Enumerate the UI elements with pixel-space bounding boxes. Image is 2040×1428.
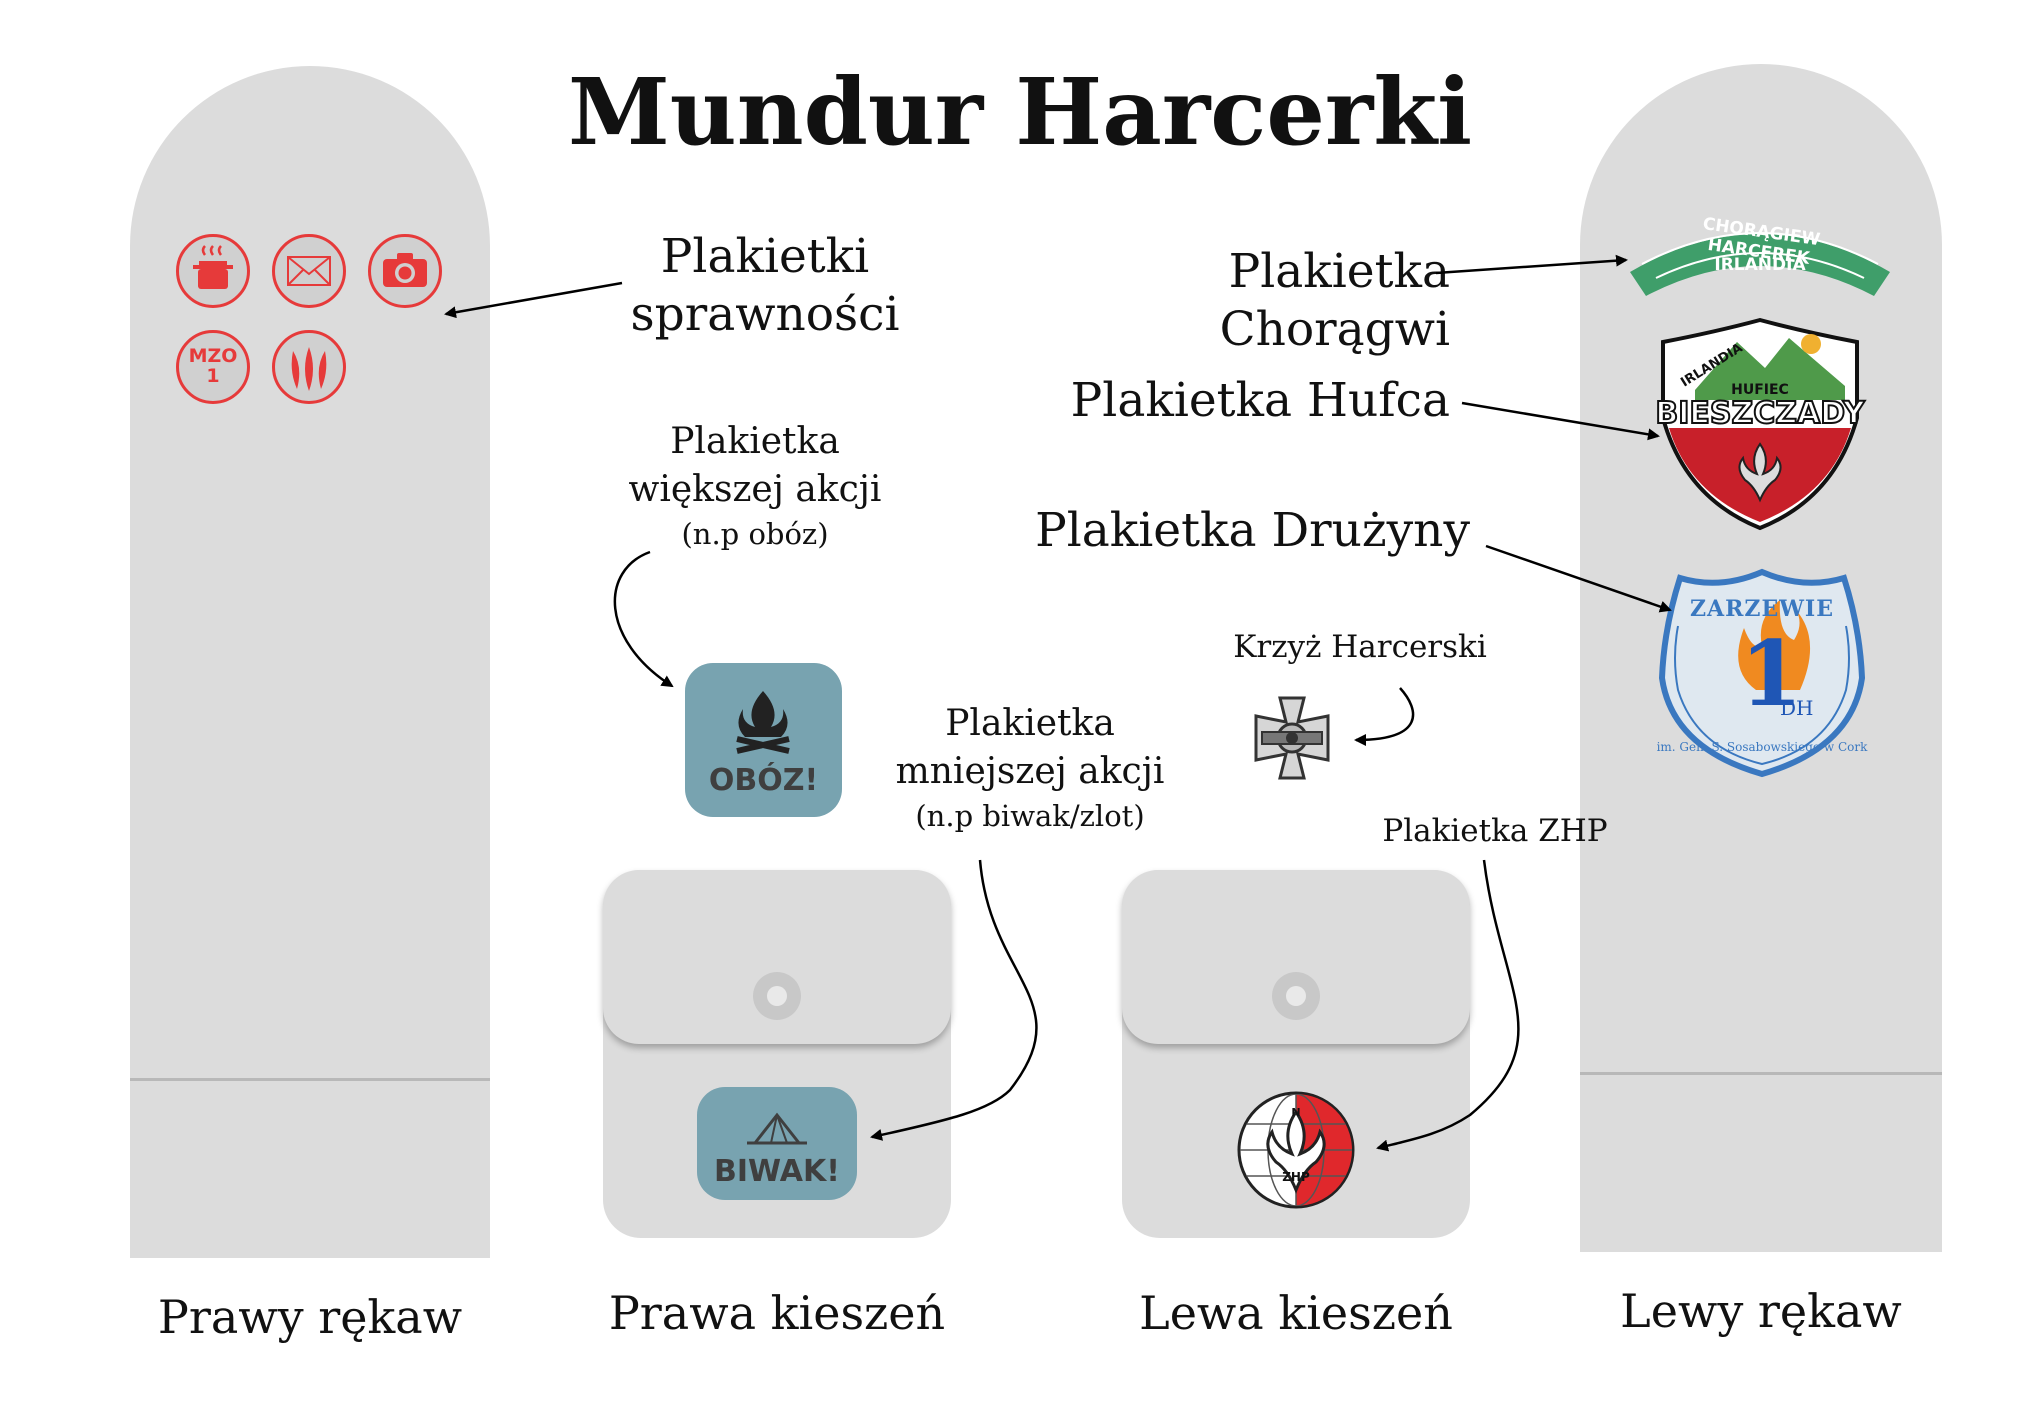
label-left-pocket: Lewa kieszeń bbox=[1139, 1286, 1453, 1340]
zhp-north-letter: N bbox=[1291, 1106, 1301, 1119]
label-plakietka-zhp: Plakietka ZHP bbox=[1382, 813, 1608, 849]
druzyna-name: ZARZEWIE bbox=[1689, 596, 1834, 622]
druzyna-abbrev: DH bbox=[1780, 696, 1814, 720]
left-pocket-flap bbox=[1122, 870, 1470, 1044]
druzyna-number: 1 bbox=[1740, 621, 1803, 727]
choragiew-region: IRLANDIA bbox=[1714, 255, 1806, 275]
hufiec-name: BIESZCZADY bbox=[1654, 395, 1865, 432]
label-plakietki-sprawnosci: Plakietki sprawności bbox=[630, 229, 900, 342]
label-plakietka-hufca: Plakietka Hufca bbox=[1070, 373, 1450, 428]
oboz-text: OBÓZ! bbox=[708, 763, 819, 798]
cooking-pot-badge bbox=[176, 234, 250, 308]
label-krzyz-harcerski: Krzyż Harcerski bbox=[1233, 629, 1487, 665]
hufiec-label: HUFIEC bbox=[1731, 382, 1789, 398]
oboz-badge: OBÓZ! bbox=[685, 663, 842, 817]
label-mniejszej-akcji: Plakietka mniejszej akcji (n.p biwak/zlo… bbox=[895, 703, 1165, 833]
right-pocket-flap bbox=[603, 870, 951, 1044]
mzo-badge: MZO 1 bbox=[176, 330, 250, 404]
druzyna-patron: im. Gen. S. Sosabowskiego w Cork bbox=[1656, 740, 1868, 754]
mzo-text: MZO bbox=[188, 345, 238, 367]
biwak-badge: BIWAK! bbox=[697, 1087, 857, 1200]
druzyna-badge: ZARZEWIE 1 DH im. Gen. S. Sosabowskiego … bbox=[1656, 568, 1868, 780]
choragiew-badge: CHORĄGIEW HARCEREK IRLANDIA bbox=[1622, 200, 1898, 310]
envelope-badge bbox=[272, 234, 346, 308]
label-wiekszej-akcji: Plakietka większej akcji (n.p obóz) bbox=[628, 421, 882, 551]
label-plakietka-druzyny: Plakietka Drużyny bbox=[1035, 503, 1470, 558]
mzo-number: 1 bbox=[206, 365, 220, 387]
scout-cross-icon bbox=[1250, 692, 1334, 784]
zhp-badge: N ZHP bbox=[1236, 1090, 1356, 1210]
label-plakietka-choragwi: Plakietka Chorągwi bbox=[1219, 244, 1450, 357]
feathers-badge bbox=[272, 330, 346, 404]
left-pocket-button bbox=[1272, 972, 1320, 1020]
label-right-pocket: Prawa kieszeń bbox=[608, 1286, 946, 1340]
zhp-letters: ZHP bbox=[1282, 1170, 1310, 1184]
arrow-krzyz bbox=[1354, 687, 1415, 746]
page-title: Mundur Harcerki bbox=[567, 58, 1473, 166]
hufiec-badge: IRLANDIA HUFIEC BIESZCZADY bbox=[1654, 318, 1866, 532]
arrow-wiekszej bbox=[613, 550, 674, 688]
right-pocket-button bbox=[753, 972, 801, 1020]
label-right-sleeve: Prawy rękaw bbox=[157, 1290, 463, 1344]
camera-badge bbox=[368, 234, 442, 308]
label-left-sleeve: Lewy rękaw bbox=[1620, 1284, 1902, 1338]
biwak-text: BIWAK! bbox=[714, 1154, 840, 1189]
